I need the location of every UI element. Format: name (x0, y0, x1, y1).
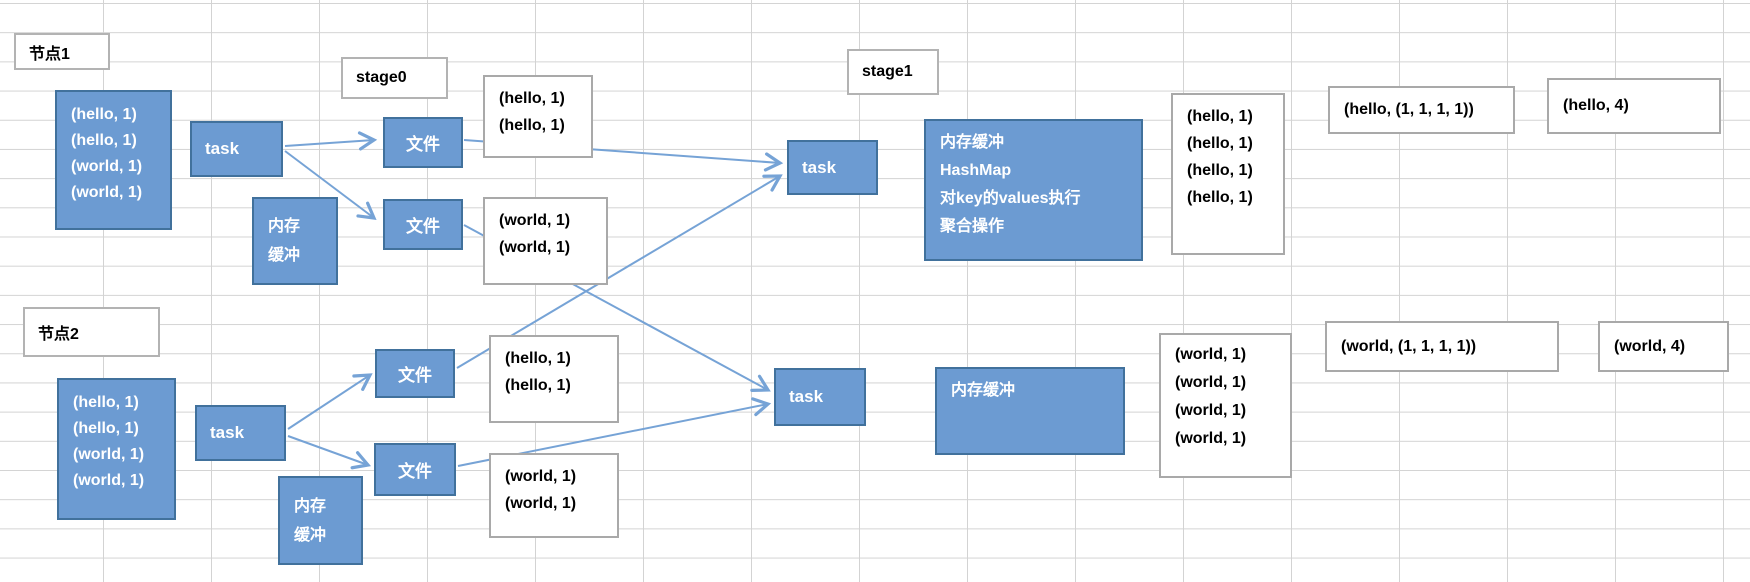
node1-file1-records-text: (hello, 1) (hello, 1) (499, 90, 565, 134)
world-grouped-text: (world, (1, 1, 1, 1)) (1341, 337, 1477, 355)
reduce-buffer-world-text: 内存缓冲 (951, 382, 1016, 399)
node2-file1-records-text: (hello, 1) (hello, 1) (505, 350, 571, 394)
hello-result-box[interactable]: (hello, 4) (1547, 78, 1721, 134)
arrow-node1-task-to-file1[interactable] (284, 131, 378, 151)
node1-map-task-label: task (205, 139, 240, 158)
node1-memory-buffer-label: 内存 缓冲 (268, 218, 301, 264)
node2-data-box[interactable]: (hello, 1) (hello, 1) (world, 1) (world,… (57, 378, 176, 520)
reduce-task-world-label: task (789, 387, 824, 406)
node2-file2-label: 文件 (398, 462, 432, 481)
world-values-list[interactable]: (world, 1) (world, 1) (world, 1) (world,… (1159, 333, 1292, 478)
node2-label[interactable]: 节点2 (23, 307, 160, 357)
node1-shuffle-file-hello[interactable]: 文件 (383, 117, 463, 168)
hello-values-text: (hello, 1) (hello, 1) (hello, 1) (hello,… (1187, 108, 1253, 206)
node1-label-text: 节点1 (29, 45, 70, 63)
node2-map-task[interactable]: task (195, 405, 286, 461)
node2-memory-buffer-label: 内存 缓冲 (294, 497, 327, 544)
reduce-task-hello[interactable]: task (787, 140, 878, 195)
node1-memory-buffer[interactable]: 内存 缓冲 (252, 197, 338, 285)
reduce-buffer-hashmap-text: 内存缓冲 HashMap 对key的values执行 聚合操作 (940, 134, 1081, 235)
world-grouped-box[interactable]: (world, (1, 1, 1, 1)) (1325, 321, 1559, 372)
node1-label[interactable]: 节点1 (14, 33, 110, 70)
node2-memory-buffer[interactable]: 内存 缓冲 (278, 476, 363, 565)
hello-grouped-text: (hello, (1, 1, 1, 1)) (1344, 101, 1474, 118)
arrow-node2-task-to-file1[interactable] (287, 373, 373, 430)
node1-file2-label: 文件 (406, 217, 440, 236)
reduce-task-world[interactable]: task (774, 368, 866, 426)
stage0-label[interactable]: stage0 (341, 57, 448, 99)
world-result-text: (world, 4) (1614, 337, 1686, 355)
node1-file1-records-box[interactable]: (hello, 1) (hello, 1) (483, 75, 593, 158)
reduce-task-hello-label: task (802, 157, 837, 177)
node1-shuffle-file-world[interactable]: 文件 (383, 199, 463, 250)
hello-grouped-box[interactable]: (hello, (1, 1, 1, 1)) (1328, 86, 1515, 134)
stage0-label-text: stage0 (356, 69, 407, 86)
node2-label-text: 节点2 (38, 326, 79, 343)
hello-values-list[interactable]: (hello, 1) (hello, 1) (hello, 1) (hello,… (1171, 93, 1285, 255)
node2-file1-records-box[interactable]: (hello, 1) (hello, 1) (489, 335, 619, 423)
node2-file2-records-text: (world, 1) (world, 1) (505, 468, 577, 512)
node1-file2-records-text: (world, 1) (world, 1) (499, 212, 571, 256)
node2-shuffle-file-hello[interactable]: 文件 (375, 349, 455, 398)
node2-map-task-label: task (210, 423, 245, 442)
node2-shuffle-file-world[interactable]: 文件 (374, 443, 456, 496)
stage1-label[interactable]: stage1 (847, 49, 939, 95)
arrow-node1-task-to-file2[interactable] (284, 150, 377, 220)
world-values-text: (world, 1) (world, 1) (world, 1) (world,… (1175, 346, 1247, 447)
stage1-label-text: stage1 (862, 63, 913, 80)
node2-file2-records-box[interactable]: (world, 1) (world, 1) (489, 453, 619, 538)
node1-data-records: (hello, 1) (hello, 1) (world, 1) (world,… (71, 106, 143, 201)
hello-result-text: (hello, 4) (1563, 97, 1629, 114)
node1-file2-records-box[interactable]: (world, 1) (world, 1) (483, 197, 608, 285)
node1-file1-label: 文件 (406, 135, 440, 154)
world-result-box[interactable]: (world, 4) (1598, 321, 1729, 372)
reduce-buffer-hashmap[interactable]: 内存缓冲 HashMap 对key的values执行 聚合操作 (924, 119, 1143, 261)
node1-data-box[interactable]: (hello, 1) (hello, 1) (world, 1) (world,… (55, 90, 172, 230)
reduce-buffer-world[interactable]: 内存缓冲 (935, 367, 1125, 455)
node1-map-task[interactable]: task (190, 121, 283, 177)
arrow-node2-task-to-file2[interactable] (287, 435, 372, 470)
node2-data-records: (hello, 1) (hello, 1) (world, 1) (world,… (73, 394, 145, 489)
node2-file1-label: 文件 (398, 366, 432, 385)
